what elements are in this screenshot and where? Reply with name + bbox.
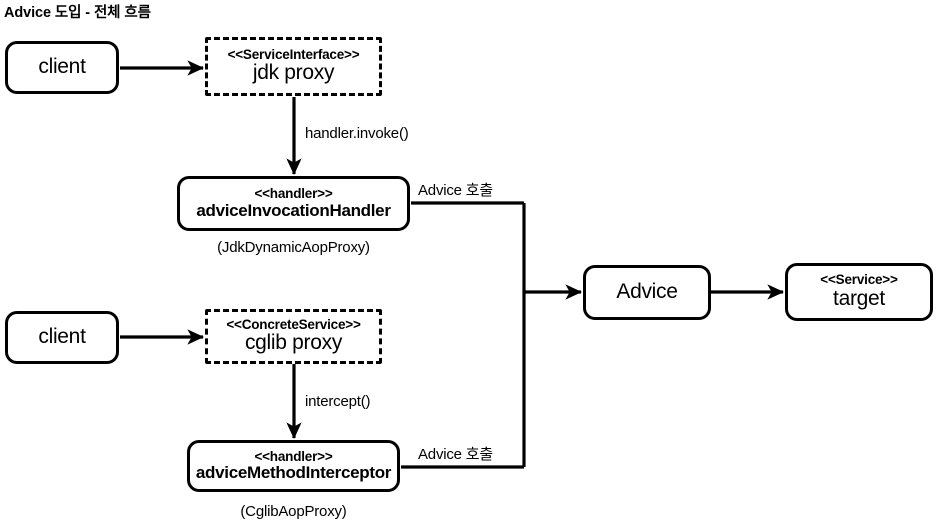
node-jdk-handler-label: adviceInvocationHandler xyxy=(196,200,391,220)
edge-label-intercept: intercept() xyxy=(305,393,371,410)
node-cglib-handler[interactable]: <<handler>> adviceMethodInterceptor xyxy=(187,440,400,492)
node-target[interactable]: <<Service>> target xyxy=(785,263,933,321)
node-jdk-proxy[interactable]: <<ServiceInterface>> jdk proxy xyxy=(205,37,382,96)
node-cglib-handler-label: adviceMethodInterceptor xyxy=(195,463,392,483)
caption-cglib-aop-proxy: (CglibAopProxy) xyxy=(240,503,347,520)
node-target-label: target xyxy=(833,286,885,310)
node-cglib-proxy[interactable]: <<ConcreteService>> cglib proxy xyxy=(205,309,382,364)
caption-jdk-dynamic-aop-proxy: (JdkDynamicAopProxy) xyxy=(217,239,370,256)
node-advice[interactable]: Advice xyxy=(583,265,711,320)
node-jdk-handler-stereotype: <<handler>> xyxy=(254,186,333,202)
edge-label-handler-invoke: handler.invoke() xyxy=(305,125,409,142)
node-cglib-proxy-stereotype: <<ConcreteService>> xyxy=(226,316,361,332)
node-jdk-proxy-stereotype: <<ServiceInterface>> xyxy=(227,46,360,62)
node-target-stereotype: <<Service>> xyxy=(820,272,898,288)
page-title: Advice 도입 - 전체 흐름 xyxy=(4,5,151,21)
node-jdk-handler[interactable]: <<handler>> adviceInvocationHandler xyxy=(177,176,410,231)
node-client-bottom[interactable]: client xyxy=(5,311,119,364)
node-client-top-label: client xyxy=(38,55,86,79)
node-cglib-proxy-label: cglib proxy xyxy=(244,331,343,355)
edge-label-advice-call-top: Advice 호출 xyxy=(418,182,493,199)
node-cglib-handler-stereotype: <<handler>> xyxy=(254,448,333,464)
node-jdk-proxy-label: jdk proxy xyxy=(252,61,335,85)
node-advice-label: Advice xyxy=(616,280,678,304)
node-client-top[interactable]: client xyxy=(5,41,119,94)
node-client-bottom-label: client xyxy=(38,325,86,349)
edge-label-advice-call-bottom: Advice 호출 xyxy=(418,446,493,463)
